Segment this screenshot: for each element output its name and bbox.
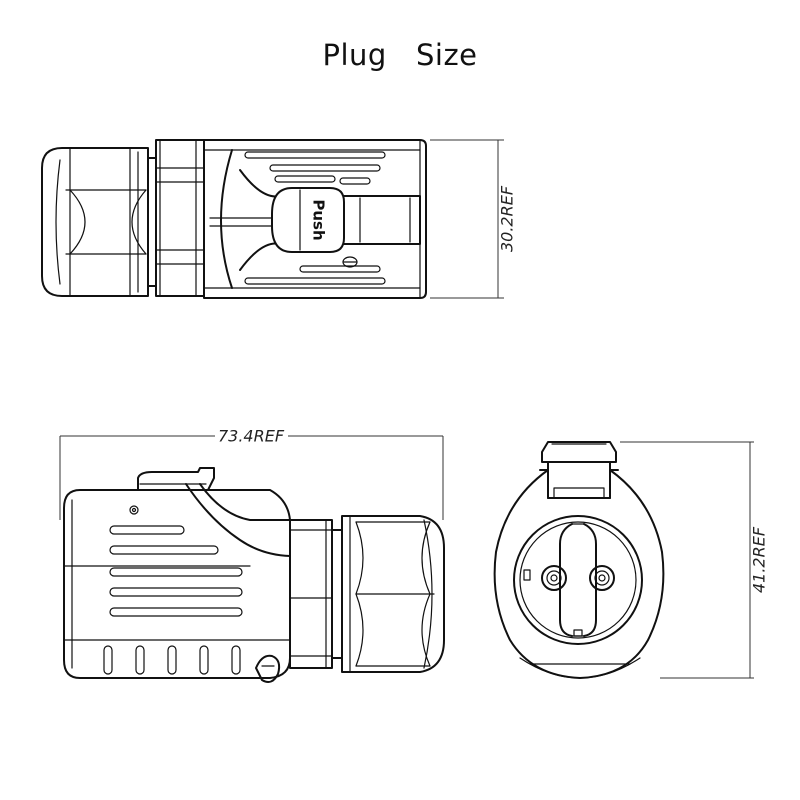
- housing-top: Push: [203, 139, 427, 299]
- contacts: [541, 565, 615, 591]
- latch: [137, 467, 291, 557]
- housing-side: [63, 489, 291, 683]
- gland-nut-side: [341, 515, 445, 673]
- push-label: Push: [310, 199, 328, 240]
- end-latch: [539, 441, 619, 499]
- dim-label-73-4: 73.4REF: [218, 427, 285, 446]
- dim-label-41-2: 41.2REF: [750, 526, 769, 593]
- diagram-title: Plug Size: [322, 38, 478, 72]
- dimension-height-top: 30.2REF: [430, 139, 517, 299]
- dim-label-30-2: 30.2REF: [498, 185, 517, 252]
- top-view: Push 30.2REF: [41, 139, 517, 299]
- dimension-length: 73.4REF: [59, 427, 444, 520]
- end-view: 41.2REF: [493, 441, 769, 679]
- dimension-height-end: 41.2REF: [620, 441, 769, 679]
- gland-nut: [41, 147, 149, 297]
- side-view: 73.4REF: [59, 427, 445, 683]
- end-body: [493, 469, 665, 679]
- lock-ring-side: [289, 519, 343, 669]
- lock-ring: [147, 139, 205, 297]
